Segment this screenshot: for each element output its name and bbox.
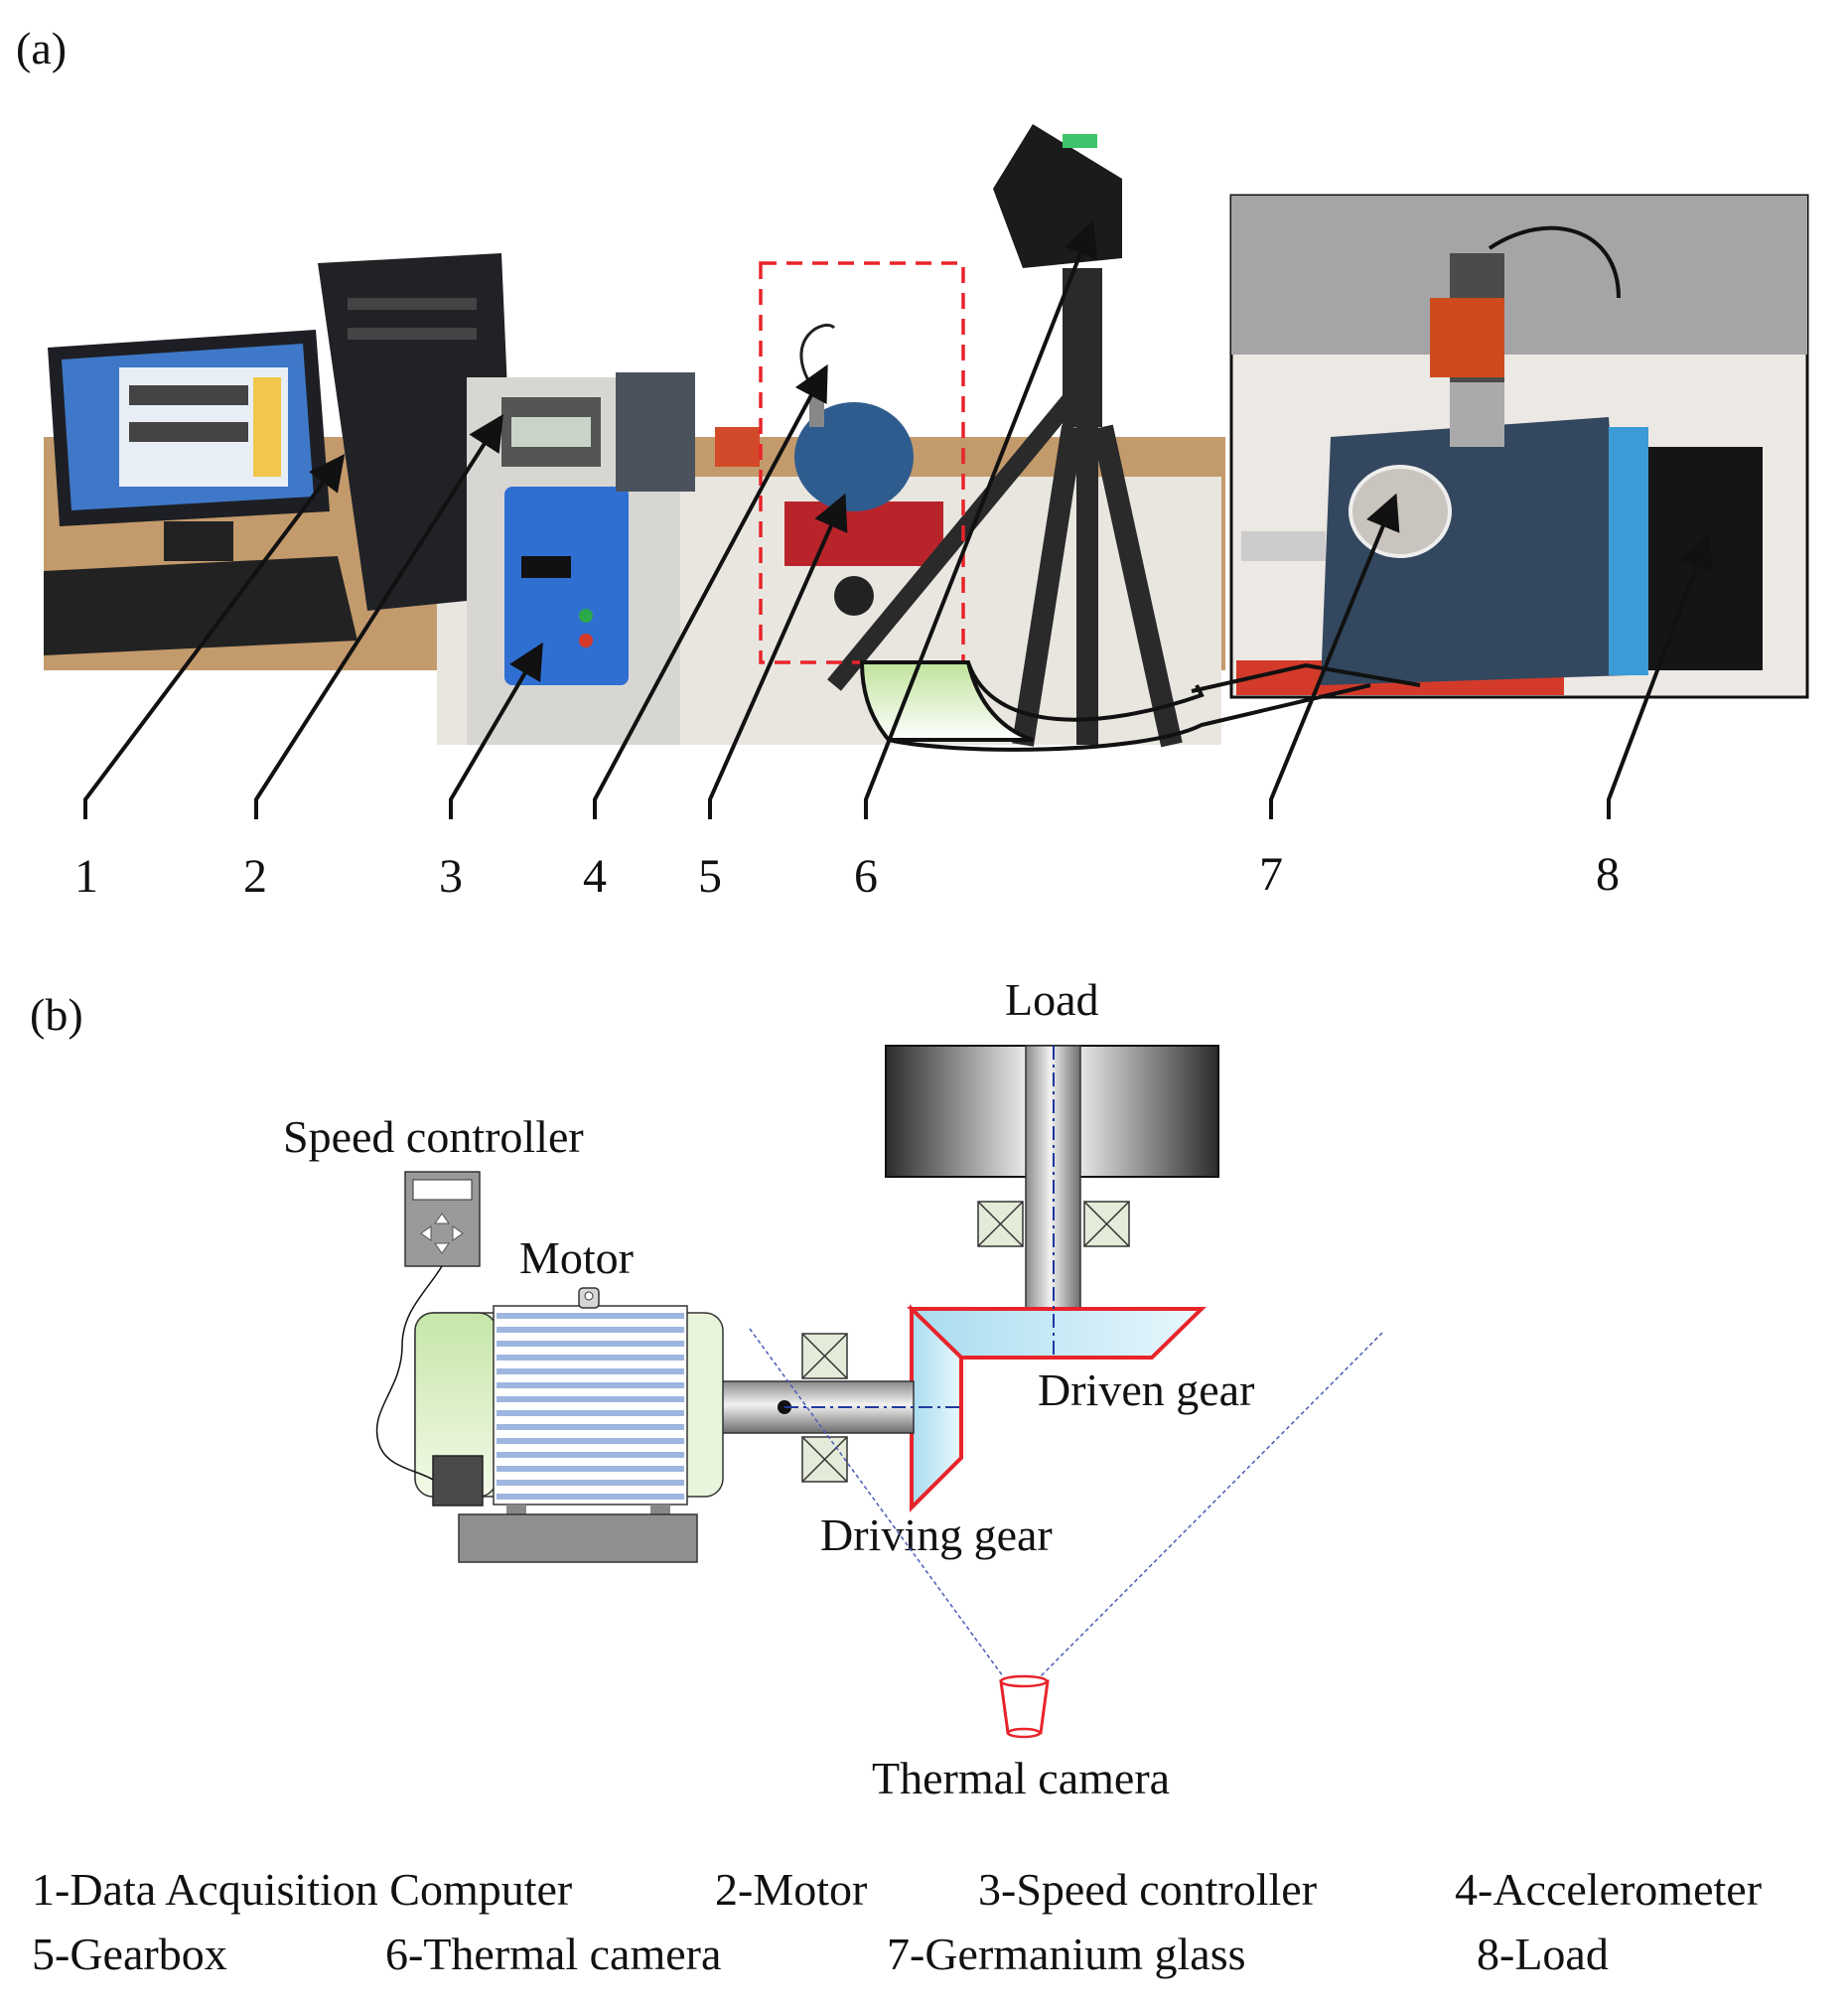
coupling-photo <box>715 427 760 467</box>
legend-item-6: 6-Thermal camera <box>385 1929 721 1979</box>
panel-a-label: (a) <box>16 23 67 73</box>
driving-shaft-bearing-top <box>801 1333 848 1379</box>
legend-item-5: 5-Gearbox <box>32 1929 227 1979</box>
gearbox-inset-photo <box>1229 194 1809 699</box>
glass-connector <box>888 683 1371 752</box>
panel-b-label: (b) <box>30 989 83 1040</box>
callout-numbers: 1 2 3 4 5 6 7 8 <box>74 848 1620 903</box>
inset-pointer <box>1191 662 1421 693</box>
leader-6 <box>864 219 1097 819</box>
speed-controller-box <box>404 1171 481 1267</box>
monitor <box>48 330 330 561</box>
driving-gear-label: Driving gear <box>820 1509 1053 1560</box>
callout-7: 7 <box>1259 848 1283 901</box>
legend: 1-Data Acquisition Computer 2-Motor 3-Sp… <box>32 1864 1762 1979</box>
leader-8 <box>1607 532 1714 819</box>
leader-4 <box>593 363 828 819</box>
germanium-glass-shape <box>859 660 1034 742</box>
motor-body <box>414 1287 724 1563</box>
callout-8: 8 <box>1596 848 1620 901</box>
driven-shaft-bearing-left <box>977 1201 1024 1247</box>
legend-item-7: 7-Germanium glass <box>887 1929 1246 1979</box>
glass-connector-upper <box>966 661 1205 722</box>
motor-label: Motor <box>519 1232 634 1283</box>
legend-item-1: 1-Data Acquisition Computer <box>32 1864 572 1915</box>
callout-5: 5 <box>698 850 722 903</box>
thermal-camera-icon <box>999 1674 1050 1739</box>
driving-shaft-bearing-bottom <box>801 1436 848 1483</box>
legend-item-3: 3-Speed controller <box>978 1864 1317 1915</box>
leader-2 <box>254 413 503 819</box>
camera-fov-left <box>749 1328 1004 1677</box>
motor-photo <box>616 372 695 492</box>
driven-gear-label: Driven gear <box>1038 1364 1254 1415</box>
camera-fov-right <box>1040 1332 1383 1677</box>
callout-leaders <box>83 219 1714 819</box>
camera-knob <box>834 576 874 616</box>
callout-2: 2 <box>243 850 267 903</box>
callout-6: 6 <box>854 850 878 903</box>
controller-cable <box>375 1265 443 1481</box>
leader-1 <box>83 454 346 819</box>
gearbox-photo <box>784 324 943 566</box>
speed-controller-label: Speed controller <box>283 1111 584 1162</box>
keyboard <box>44 556 357 655</box>
legend-item-4: 4-Accelerometer <box>1455 1864 1762 1915</box>
callout-4: 4 <box>583 850 607 903</box>
driven-shaft-bearing-right <box>1083 1201 1130 1247</box>
callout-3: 3 <box>439 850 463 903</box>
leader-7 <box>1269 493 1400 819</box>
leader-3 <box>449 642 543 819</box>
legend-item-2: 2-Motor <box>715 1864 867 1915</box>
callout-1: 1 <box>74 850 98 903</box>
leader-5 <box>708 493 848 819</box>
legend-item-8: 8-Load <box>1477 1929 1609 1979</box>
load-label: Load <box>1005 974 1099 1025</box>
panel-a-photo <box>44 124 1809 752</box>
motor-fins <box>497 1313 684 1500</box>
thermal-camera-label: Thermal camera <box>872 1753 1170 1803</box>
